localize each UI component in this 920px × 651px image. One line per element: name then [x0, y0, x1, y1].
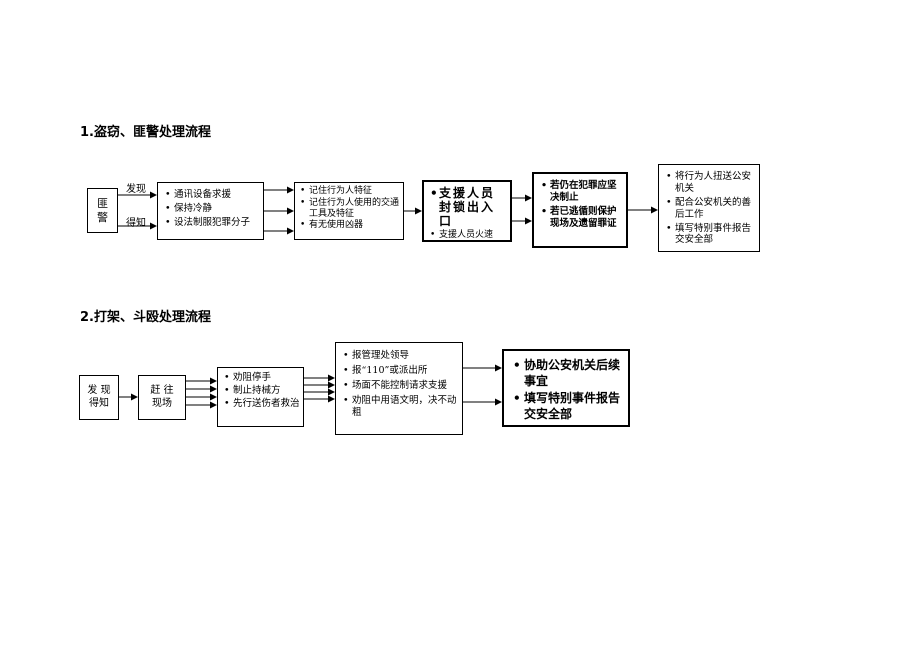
flow2-step2-item: 劝阻停手: [223, 372, 300, 384]
flow1-step1-list: 通讯设备求援 保持冷静 设法制服犯罪分子: [164, 189, 259, 229]
flow2-step4-item: 填写特别事件报告交安全部: [512, 391, 622, 422]
flow2-start-text: 发 现 得知: [87, 385, 111, 409]
flow2-step4-box: 协助公安机关后续事宜 填写特别事件报告交安全部: [502, 349, 630, 427]
flow2-step1-text: 赶 往 现场: [150, 385, 174, 409]
flow1-step5-item: 将行为人扭送公安机关: [665, 171, 755, 195]
flow1-step5-item: 配合公安机关的善后工作: [665, 197, 755, 221]
flow2-step3-item: 场面不能控制请求支援: [342, 380, 458, 392]
flow2-step2-item: 先行送伤者救治: [223, 398, 300, 410]
flow1-step1-item: 通讯设备求援: [164, 189, 259, 201]
flow2-step3-list: 报管理处领导 报“110”或派出所 场面不能控制请求支援 劝阻中用语文明，决不动…: [342, 350, 458, 418]
flow1-step1-item: 保持冷静: [164, 203, 259, 215]
flow2-step2-box: 劝阻停手 制止持械方 先行送伤者救治: [217, 367, 304, 427]
flow2-step3-item: 报管理处领导: [342, 350, 458, 362]
flow1-start-text: 匪警: [97, 196, 108, 224]
flow2-start-box: 发 现 得知: [79, 375, 119, 420]
flow1-step3-box: 支援人员封锁出入口 支援人员火速: [422, 180, 512, 242]
flow1-step1-item: 设法制服犯罪分子: [164, 217, 259, 229]
flow2-step1-box: 赶 往 现场: [138, 375, 186, 420]
flow2-step4-item: 协助公安机关后续事宜: [512, 358, 622, 389]
flow1-step2-box: 记住行为人特征 记住行为人使用的交通工具及特征 有无使用凶器: [294, 182, 404, 240]
flow1-step2-item: 有无使用凶器: [299, 220, 400, 231]
flow2-step4-list: 协助公安机关后续事宜 填写特别事件报告交安全部: [512, 358, 622, 422]
flow1-step4-list: 若仍在犯罪应坚决制止 若已逃循则保护现场及遗留罪证: [540, 180, 622, 230]
flow1-step2-list: 记住行为人特征 记住行为人使用的交通工具及特征 有无使用凶器: [299, 186, 400, 231]
flow1-step2-item: 记住行为人使用的交通工具及特征: [299, 198, 400, 220]
flow1-step5-box: 将行为人扭送公安机关 配合公安机关的善后工作 填写特别事件报告交安全部: [658, 164, 760, 252]
flow1-label-top: 发现: [126, 184, 146, 195]
flow1-step5-list: 将行为人扭送公安机关 配合公安机关的善后工作 填写特别事件报告交安全部: [665, 171, 755, 246]
flow1-title: 1.盗窃、匪警处理流程: [80, 125, 211, 140]
flow2-step3-item: 劝阻中用语文明，决不动粗: [342, 395, 458, 419]
flow1-step3-sub: 支援人员火速: [429, 230, 506, 242]
flow2-title: 2.打架、斗殴处理流程: [80, 310, 211, 325]
flow1-step4-item: 若仍在犯罪应坚决制止: [540, 180, 622, 204]
flow1-step4-item: 若已逃循则保护现场及遗留罪证: [540, 206, 622, 230]
flow2-step3-box: 报管理处领导 报“110”或派出所 场面不能控制请求支援 劝阻中用语文明，决不动…: [335, 342, 463, 435]
flow2-step2-item: 制止持械方: [223, 385, 300, 397]
flow1-start-box: 匪警: [87, 188, 118, 233]
flow1-step3-main: 支援人员封锁出入口: [429, 186, 506, 228]
flow1-step5-item: 填写特别事件报告交安全部: [665, 223, 755, 247]
flow1-label-bottom: 得知: [126, 218, 146, 229]
flow1-step4-box: 若仍在犯罪应坚决制止 若已逃循则保护现场及遗留罪证: [532, 172, 628, 248]
flow2-step2-list: 劝阻停手 制止持械方 先行送伤者救治: [223, 372, 300, 410]
flow2-step3-item: 报“110”或派出所: [342, 365, 458, 377]
flow1-step3-list: 支援人员封锁出入口 支援人员火速: [429, 186, 506, 242]
flow1-step1-box: 通讯设备求援 保持冷静 设法制服犯罪分子: [157, 182, 264, 240]
flow1-step2-item: 记住行为人特征: [299, 186, 400, 197]
